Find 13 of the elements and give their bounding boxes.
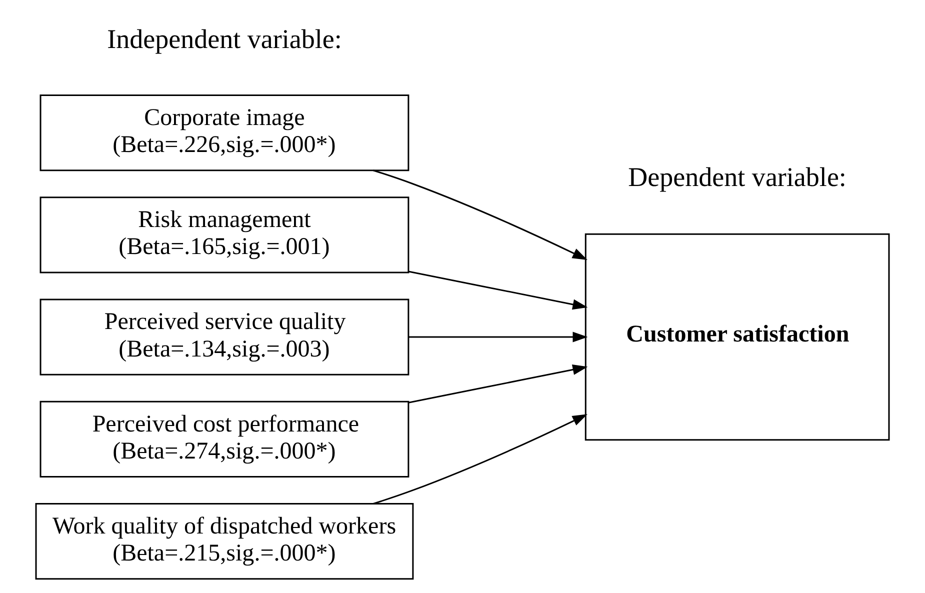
node-box: Work quality of dispatched workers (Beta=.215,sig.=.000*) xyxy=(35,503,414,580)
node-box: Customer satisfaction xyxy=(584,233,890,441)
label: Independent variable: xyxy=(107,24,342,54)
arrow xyxy=(408,364,588,404)
node-box: Perceived service quality (Beta=.134,sig.=.003) xyxy=(40,298,410,376)
arrow xyxy=(373,414,588,504)
node-box: Corporate image (Beta=.226,sig.=.000*) xyxy=(40,94,410,172)
arrow xyxy=(408,332,588,342)
node-box: Perceived cost performance (Beta=.274,sig.=.000*) xyxy=(40,400,410,478)
arrow xyxy=(408,270,588,310)
arrow xyxy=(373,170,588,260)
label: Dependent variable: xyxy=(628,162,846,192)
node-box: Risk management (Beta=.165,sig.=.001) xyxy=(40,196,410,274)
